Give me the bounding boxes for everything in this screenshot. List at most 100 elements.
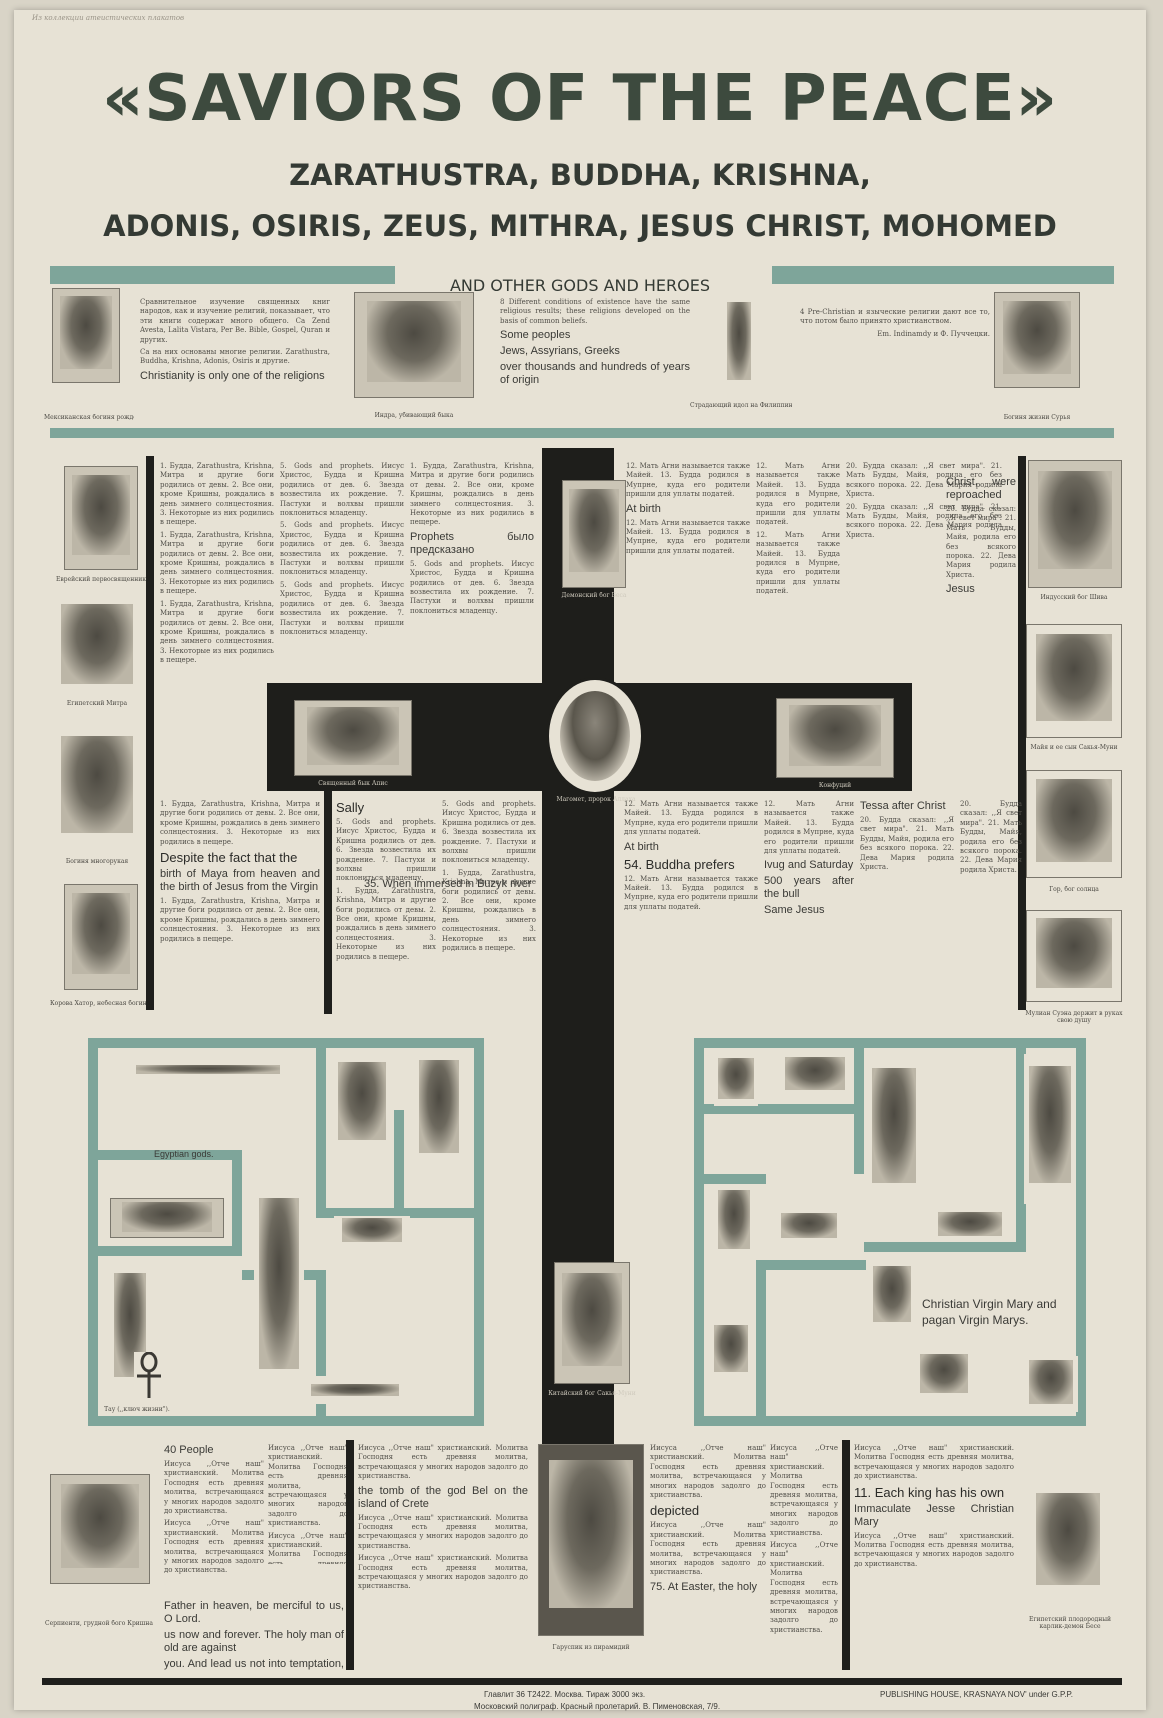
footer-publisher: PUBLISHING HOUSE, KRASNAYA NOV' under G.… — [880, 1690, 1074, 1699]
swastika-left-bar-3 — [316, 1038, 326, 1218]
image-egyptian-boat — [334, 1216, 410, 1246]
divider-left-2 — [324, 790, 332, 1014]
left-text-column-e: Sally 5. Gods and prophets. Иисус Христо… — [336, 800, 436, 961]
caption-indra: Индра, убивающий быка — [374, 412, 454, 419]
image-confucius — [776, 698, 894, 778]
top-text-column-3: 4 Pre-Christian и языческие религии дают… — [800, 308, 990, 338]
caption-krishna-serpent: Серпиенти, грудной бого Кришна — [45, 1620, 153, 1627]
left-text-column-c: 1. Будда, Zarathustra, Krishna, Митра и … — [410, 462, 534, 615]
swastika-right-bar-4 — [864, 1242, 1016, 1252]
handwritten-note: Из коллекции атеистических плакатов — [32, 14, 185, 22]
image-surya — [994, 292, 1080, 388]
swastika-left-bar-1 — [232, 1150, 242, 1246]
image-mexican-goddess — [52, 288, 120, 383]
image-jewish-high-priest — [64, 466, 138, 570]
image-suffering-idol — [708, 294, 770, 394]
left-text-column-d: 1. Будда, Zarathustra, Krishna, Митра и … — [160, 800, 320, 943]
accent-band-left — [50, 266, 395, 284]
caption-chinese-buddha: Китайский бог Сакья-Муни — [548, 1390, 636, 1397]
image-many-armed-goddess — [52, 726, 142, 850]
egyptian-gods-label: Egyptian gods. — [154, 1149, 214, 1159]
image-demon-bes — [562, 480, 626, 588]
swastika-left-bar-2 — [98, 1150, 242, 1160]
divider-bottom-1 — [346, 1440, 354, 1670]
footer-bar — [42, 1678, 1122, 1685]
image-egyptian-virgin-isis — [868, 1260, 916, 1332]
top-text-column-1: Сравнительное изучение священных книг на… — [140, 298, 330, 382]
image-egyptian-virgin — [714, 1184, 754, 1260]
caption-mulian-suena: Мулиан Суэна держит в руках свою душу — [1025, 1010, 1123, 1024]
left-text-column-f: 5. Gods and prophets. Иисус Христос, Буд… — [442, 800, 536, 953]
image-egyptian-mother-goddess — [710, 1320, 752, 1380]
caption-apis-bull: Священный бык Апис — [318, 780, 388, 787]
caption-mexican-goddess: Мексиканская богиня рождения. — [44, 414, 134, 421]
image-egyptian-figures-column — [414, 1050, 464, 1170]
poster-title: «SAVIORS OF THE PEACE» — [102, 62, 1058, 136]
image-mohammed-medallion — [546, 677, 644, 795]
caption-bes-dwarf-demon: Египетский плодородный карлик-демон Бесе — [1028, 1616, 1112, 1630]
image-chinese-buddha — [554, 1262, 630, 1384]
caption-haruspex: Гаруспик из пирамидий — [552, 1644, 630, 1651]
caption-mohammed: Магомет, пророк Аллаха — [556, 796, 636, 803]
swastika-left-bar-4 — [98, 1246, 242, 1256]
left-text-column-b: 5. Gods and prophets. Иисус Христос, Буд… — [280, 462, 404, 636]
accent-rule-top — [50, 428, 1114, 438]
image-bes-dwarf-demon — [1028, 1484, 1108, 1602]
right-text-column-h: 20. Будда сказал: ,,Я свет мира". 21. Ма… — [960, 800, 1022, 874]
immersion-note: 35. When immersed in Buzyk river — [364, 878, 532, 890]
image-mulian-suena — [1026, 910, 1122, 1002]
swastika-right-bar-5 — [756, 1260, 766, 1416]
image-shiva — [1028, 460, 1122, 588]
divider-bottom-2 — [842, 1440, 850, 1670]
caption-jewish-high-priest: Еврейский первосвященник — [56, 576, 146, 583]
subtitle-line-1: ZARATHUSTRA, BUDDHA, KRISHNA, — [289, 158, 871, 192]
swastika-right-bar-1 — [854, 1038, 864, 1174]
image-krishna-serpent — [50, 1474, 150, 1584]
footer-printer: Московский полиграф. Красный пролетарий.… — [474, 1702, 721, 1711]
accent-band-right — [772, 266, 1114, 284]
swastika-right-bar-6 — [766, 1260, 866, 1270]
swastika-frame-right — [694, 1038, 1086, 1426]
image-angel-figure — [778, 1054, 852, 1096]
left-text-column-a: 1. Будда, Zarathustra, Krishna, Митра и … — [160, 462, 274, 665]
right-text-column-d: Christ, were reproached 20. Будда сказал… — [946, 476, 1016, 596]
bottom-text-column-c: Иисуса ,,Отче наш" христианский. Молитва… — [358, 1444, 528, 1591]
image-christian-icon — [774, 1210, 844, 1242]
image-horus — [1026, 770, 1122, 878]
bottom-text-column-e: Иисуса ,,Отче наш" христианский. Молитва… — [770, 1444, 838, 1634]
ankh-icon — [134, 1352, 164, 1400]
virgin-mary-note: Christian Virgin Mary and pagan Virgin M… — [922, 1297, 1057, 1327]
caption-maya-sakyamuni: Майя и ее сын Сакья-Муни — [1030, 744, 1118, 751]
right-text-column-b: 12. Мать Агни называется также Майей. 13… — [756, 462, 840, 596]
right-text-column-e: 12. Мать Агни называется также Майей. 13… — [624, 800, 758, 911]
image-indra — [354, 292, 474, 398]
lords-prayer-text: Father in heaven, be merciful to us, O L… — [164, 1600, 344, 1670]
divider-right-1 — [1018, 456, 1026, 1010]
caption-many-armed-goddess: Богиня многорукая — [65, 858, 129, 865]
image-virgin-mary-statue — [866, 1056, 922, 1204]
caption-suffering-idol: Страдающий идол на Филиппинских островах — [690, 402, 792, 409]
caption-shiva: Индусский бог Шива — [1040, 594, 1108, 601]
image-pagan-goddess-statue — [1024, 1054, 1076, 1204]
swastika-right-bar-2 — [704, 1104, 854, 1114]
divider-left-1 — [146, 456, 154, 1010]
image-madonna-small — [714, 1054, 758, 1106]
subtitle-line-3: AND OTHER GODS AND HEROES — [449, 276, 711, 295]
bottom-text-column-d: Иисуса ,,Отче наш" христианский. Молитва… — [650, 1444, 766, 1593]
right-text-column-f: 12. Мать Агни называется также Майей. 13… — [764, 800, 854, 917]
swastika-frame-left — [88, 1038, 484, 1426]
image-roman-mother — [1024, 1356, 1078, 1412]
image-apis-bull — [294, 700, 412, 776]
top-text-column-2: 8 Different conditions of existence have… — [500, 298, 690, 387]
swastika-right-bar-3 — [1016, 1048, 1026, 1252]
caption-demon-bes: Демонский бог Беса — [561, 592, 627, 599]
bottom-text-column-b: Иисуса ,,Отче наш" христианский. Молитва… — [268, 1444, 348, 1564]
caption-confucius: Конфуций — [818, 782, 852, 789]
image-egyptian-mithra — [52, 596, 142, 698]
right-text-column-g: Tessa after Christ 20. Будда сказал: ,,Я… — [860, 800, 954, 872]
caption-cow-hathor: Корова Хатор, небесная богиня — [50, 1000, 150, 1007]
swastika-left-bar-6 — [316, 1270, 326, 1416]
image-haruspex-pyramid — [538, 1444, 644, 1636]
subtitle-line-2: ADONIS, OSIRIS, ZEUS, MITHRA, JESUS CHRI… — [103, 209, 1057, 243]
image-egyptian-reclining-figures — [118, 1054, 298, 1084]
